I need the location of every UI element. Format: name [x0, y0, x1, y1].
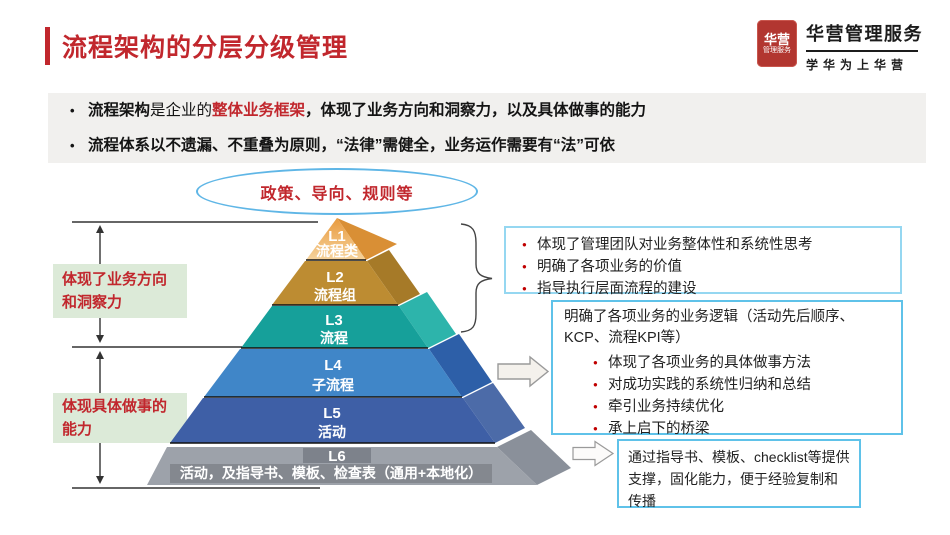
list-item: 对成功实践的系统性归纳和总结 [593, 374, 901, 396]
dimension-lines [72, 221, 320, 489]
left-label-2-line2: 能力 [62, 421, 93, 438]
arrow-to-box2-icon [497, 355, 550, 388]
logo-company-name: 华营管理服务 [806, 24, 923, 44]
left-label-2-line1: 体现具体做事的 [62, 398, 168, 415]
intro-panel: 流程架构是企业的整体业务框架，体现了业务方向和洞察力，以及具体做事的能力 流程体… [48, 93, 926, 163]
intro-1-highlight: 整体业务框架 [212, 102, 306, 119]
left-label-capability: 体现具体做事的 能力 [53, 393, 187, 443]
intro-1-lead: 流程架构 [88, 102, 151, 119]
right-box-1: 体现了管理团队对业务整体性和系统性思考 明确了各项业务的价值 指导执行层面流程的… [504, 226, 902, 300]
left-label-direction: 体现了业务方向 和洞察力 [53, 264, 187, 318]
logo-seal-icon: 华营 管理服务 [757, 20, 797, 67]
logo-divider [806, 50, 918, 52]
right-box-2-list: 体现了各项业务的具体做事方法 对成功实践的系统性归纳和总结 牵引业务持续优化 承… [593, 352, 901, 440]
logo-text-block: 华营管理服务 学华为上华营 [806, 20, 923, 73]
left-label-1-line1: 体现了业务方向 [62, 271, 168, 288]
list-item: 承上启下的桥梁 [593, 418, 901, 440]
intro-bullet-2: 流程体系以不遗漏、不重叠为原则，“法律”需健全，业务运作需要有“法”可依 [48, 128, 926, 163]
brace-l1-l3 [460, 223, 493, 333]
right-box-1-list: 体现了管理团队对业务整体性和系统性思考 明确了各项业务的价值 指导执行层面流程的… [522, 234, 900, 300]
title-accent-bar [45, 27, 50, 65]
seal-text-2: 管理服务 [763, 45, 791, 54]
right-box-3: 通过指导书、模板、checklist等提供支撑，固化能力，便于经验复制和传播 [617, 439, 861, 509]
l3-side [399, 292, 456, 348]
l6-side [497, 430, 571, 485]
right-box-2: 明确了各项业务的业务逻辑（活动先后顺序、KCP、流程KPI等） 体现了各项业务的… [551, 300, 903, 440]
l5-side [463, 383, 525, 443]
intro-1-rest: ，体现了业务方向和洞察力，以及具体做事的能力 [305, 102, 647, 119]
logo-slogan: 学华为上华营 [806, 58, 909, 72]
intro-1-mid: 是企业的 [150, 102, 213, 119]
right-box-3-text: 通过指导书、模板、checklist等提供支撑，固化能力，便于经验复制和传播 [628, 449, 850, 509]
l2-side [367, 250, 420, 305]
right-box-2-heading: 明确了各项业务的业务逻辑（活动先后顺序、KCP、流程KPI等） [564, 309, 854, 346]
page-title: 流程架构的分层分级管理 [62, 34, 349, 62]
policy-ellipse: 政策、导向、规则等 [196, 168, 478, 215]
arrow-to-box3-icon [572, 440, 615, 467]
seal-text-1: 华营 [763, 31, 790, 47]
list-item: 体现了管理团队对业务整体性和系统性思考 [522, 234, 900, 256]
list-item: 牵引业务持续优化 [593, 396, 901, 418]
list-item: 指导执行层面流程的建设 [522, 278, 900, 300]
left-label-1-line2: 和洞察力 [62, 294, 123, 311]
policy-ellipse-label: 政策、导向、规则等 [260, 185, 414, 203]
list-item: 明确了各项业务的价值 [522, 256, 900, 278]
list-item: 体现了各项业务的具体做事方法 [593, 352, 901, 374]
company-logo: 华营 管理服务 华营管理服务 学华为上华营 [757, 20, 923, 73]
l4-side [429, 334, 492, 397]
intro-bullet-1: 流程架构是企业的整体业务框架，体现了业务方向和洞察力，以及具体做事的能力 [48, 93, 926, 128]
